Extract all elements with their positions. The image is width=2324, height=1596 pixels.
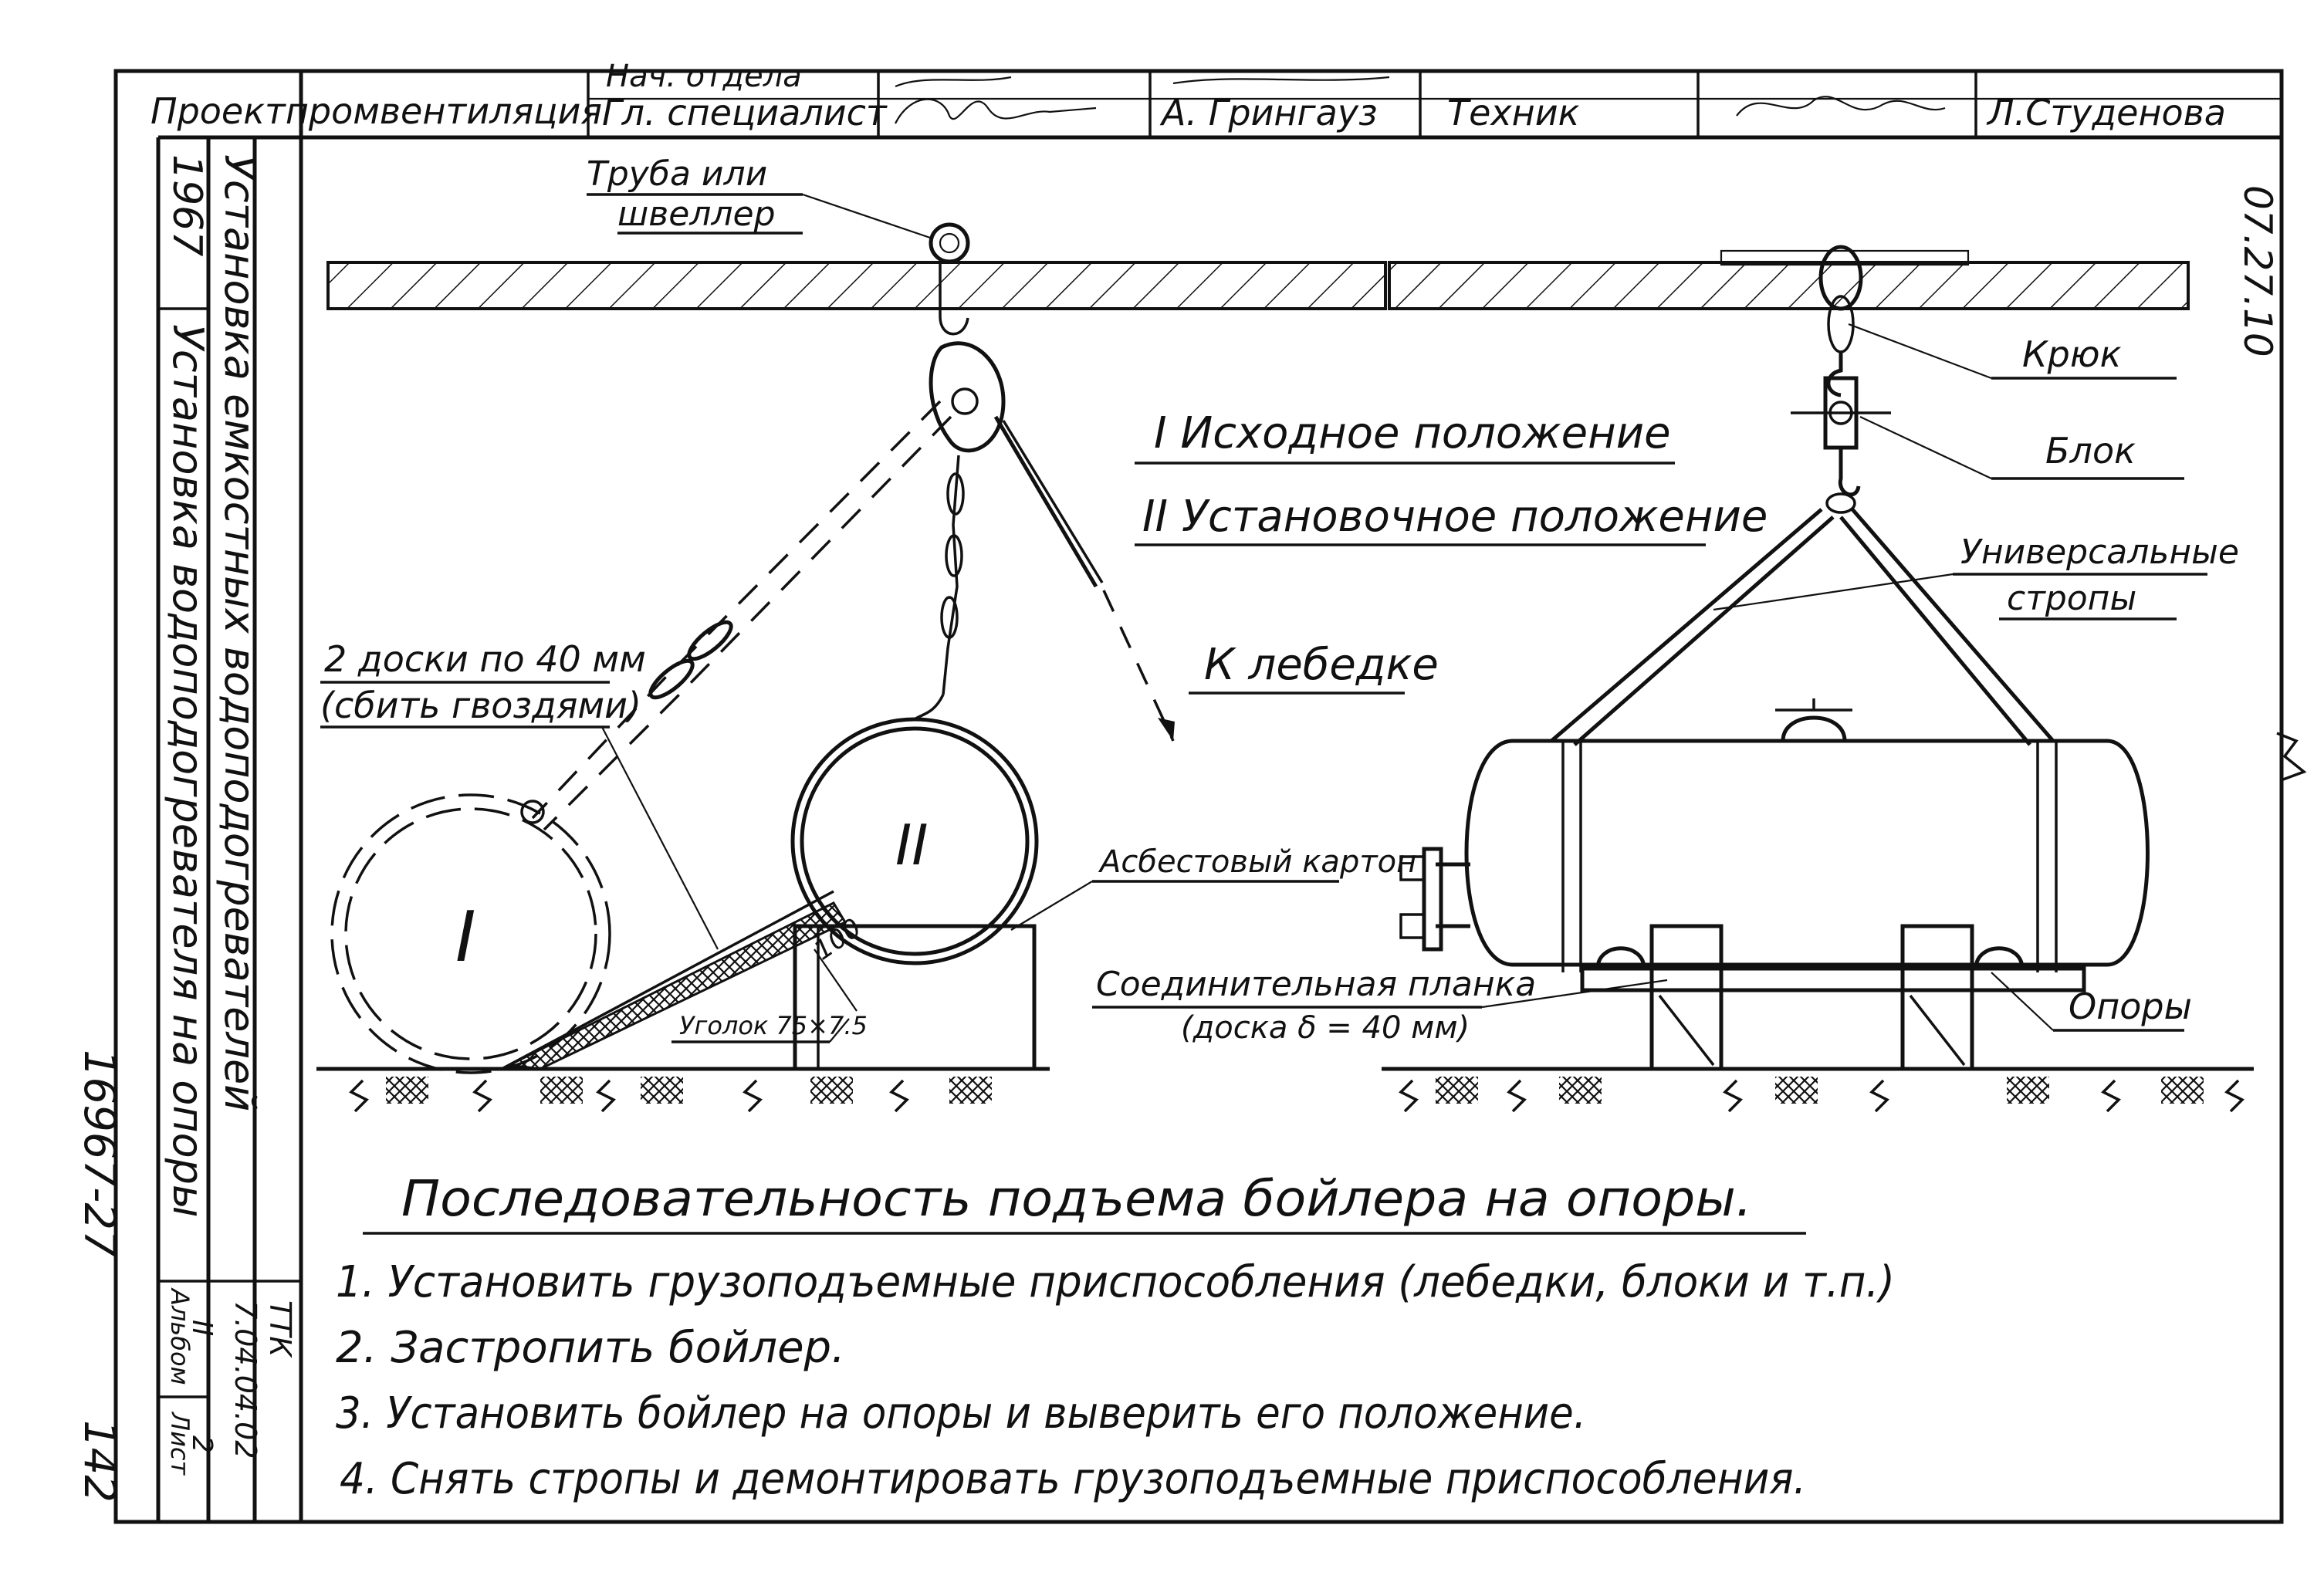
chief-role: Гл. специалист (602, 92, 888, 134)
sequence-heading: Последовательность подъема бойлера на оп… (401, 1171, 1752, 1228)
position-ii-label: II (895, 813, 928, 877)
tech-name: Л.Студенова (1986, 92, 2226, 134)
sequence-step-3: 3. Установить бойлер на опоры и выверить… (336, 1388, 1586, 1439)
pulley-block-left (929, 341, 1006, 453)
corner-code: 07.27.10 (2235, 185, 2280, 357)
position-i-label: I (455, 897, 476, 978)
saddle-supports (1580, 924, 2086, 1071)
hook-label: Крюк (2022, 333, 2122, 375)
tech-signature (1736, 96, 1946, 117)
legend-initial: I Исходное положение (1154, 408, 1671, 458)
winch-rope (993, 415, 1175, 742)
pipe-label-line2: швеллер (617, 194, 776, 234)
angle-label: Уголок 75×7.5 (679, 1011, 868, 1040)
sheet-label: Лист (165, 1412, 195, 1476)
organization-name: Проектпромвентиляция (151, 90, 602, 132)
archive-number: 16967-27 (74, 1050, 124, 1258)
chief-signature (895, 98, 1097, 124)
tech-role: Техник (1447, 92, 1580, 134)
pipe-anchor (929, 222, 970, 336)
section-title: Установка емкостных водоподогревателей (215, 154, 264, 1111)
connecting-plank-label: Соединительная планка (1096, 965, 1536, 1004)
ground-right (1382, 1067, 2254, 1113)
chief-name: А. Грингауз (1159, 92, 1378, 134)
initial-chain-dashed (531, 400, 952, 831)
hook-assembly-right (1791, 245, 1891, 514)
boiler-initial-position (330, 793, 611, 1074)
support-block-left (793, 924, 1037, 1069)
ceiling-slab-right (1388, 249, 2190, 310)
block-label: Блок (2045, 430, 2136, 472)
clipped-header-text: Нач. отдела (606, 59, 802, 94)
album-label: Альбом (165, 1287, 195, 1385)
supports-label: Опоры (2069, 986, 2192, 1027)
sequence-step-2: 2. Застропить бойлер. (336, 1323, 845, 1373)
boiler-installed-position (790, 694, 1039, 965)
boards-label-line1: 2 доски по 40 мм (324, 638, 646, 680)
pipe-label-line1: Труба или (587, 154, 767, 194)
code-value: 7.04.04.02 (228, 1300, 262, 1459)
connecting-plank-note: (доска δ = 40 мм) (1181, 1010, 1470, 1046)
edge-stamp-mark (2276, 732, 2307, 781)
ceiling-slab-left (326, 261, 1387, 310)
side-block: 1967 Установка емкостных водоподогревате… (164, 154, 297, 1476)
boiler-vessel-side (1399, 698, 2150, 967)
album-value: II (186, 1320, 218, 1336)
legend-installation: II Установочное положение (1142, 492, 1768, 542)
code-label: ТТК (263, 1300, 297, 1358)
sequence-step-1: 1. Установить грузоподъемные приспособле… (336, 1257, 1895, 1307)
hoist-chain-vertical (940, 455, 965, 695)
slings-label-line2: стропы (2007, 579, 2136, 618)
sheet-frame (113, 69, 2284, 1524)
slings-label-line1: Универсальные (1960, 533, 2239, 572)
header-scribbles (895, 76, 1390, 88)
year: 1967 (164, 154, 210, 256)
boards-label-line2: (сбить гвоздями) (320, 685, 641, 726)
sheet-value: 2 (186, 1435, 218, 1453)
universal-slings (1550, 508, 2058, 972)
sequence-step-4: 4. Снять стропы и демонтировать грузопод… (340, 1454, 1806, 1504)
sheet-title: Установка водоподогревателя на опоры (164, 324, 212, 1218)
page-number: 142 (74, 1420, 124, 1503)
asbestos-label: Асбестовый картон (1098, 844, 1416, 880)
ground-left (316, 1067, 1050, 1113)
winch-label: К лебедке (1204, 640, 1439, 690)
